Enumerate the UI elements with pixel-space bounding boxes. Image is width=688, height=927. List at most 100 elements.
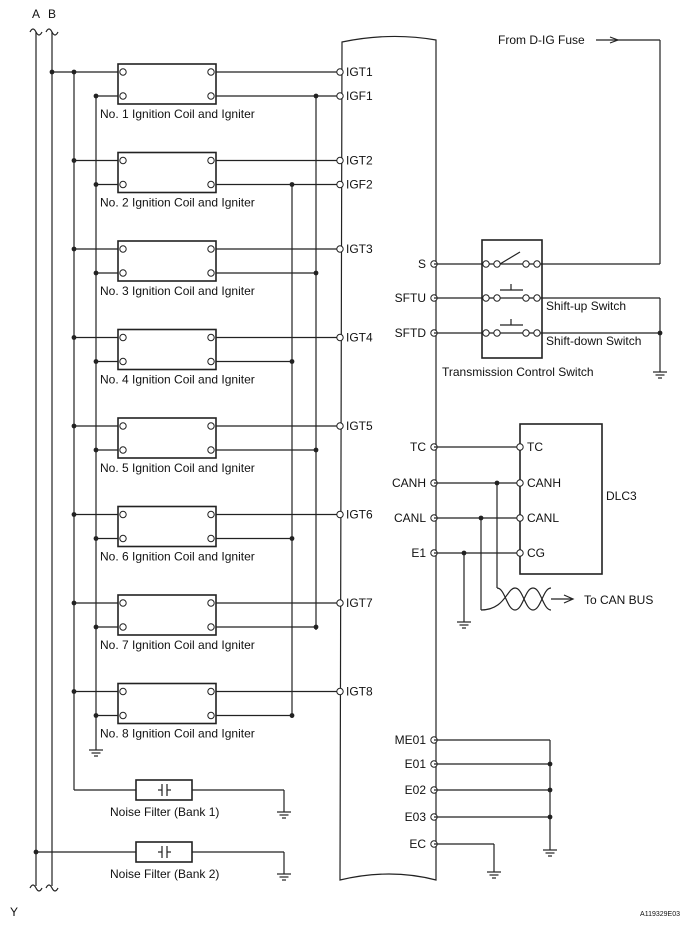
- switch-ground: [653, 371, 667, 379]
- switch-node: [533, 329, 541, 337]
- can-twist-l: [480, 587, 552, 611]
- arrow-head: [563, 594, 575, 604]
- coil-8-node: [119, 687, 127, 696]
- dlc-canl-node: [516, 514, 524, 522]
- e1-ground: [457, 621, 471, 629]
- noise-filter-1-label: Noise Filter (Bank 1): [110, 805, 219, 819]
- ignition-coil-8: [117, 682, 217, 725]
- igt1-label: IGT1: [346, 65, 373, 79]
- engine-ground: [543, 849, 557, 857]
- igt2-label: IGT2: [346, 154, 373, 168]
- coil-1-label: No. 1 Ignition Coil and Igniter: [100, 107, 255, 121]
- ignition-coil-3: [117, 240, 217, 282]
- coil-3-label: No. 3 Ignition Coil and Igniter: [100, 284, 255, 298]
- noise-filter-2-ground: [277, 873, 291, 881]
- igt4-pin: [336, 333, 344, 342]
- coil-ground-symbol: [89, 749, 103, 757]
- coil-2-node: [119, 156, 127, 165]
- coil-6-node: [119, 510, 127, 519]
- switch-node: [522, 294, 530, 302]
- dlc-pin-canh-label: CANH: [527, 476, 561, 490]
- coil-8-label: No. 8 Ignition Coil and Igniter: [100, 727, 255, 741]
- pin-s-label: S: [418, 257, 426, 271]
- igt6-pin: [336, 510, 344, 519]
- coil-7-node: [119, 599, 127, 607]
- coil-3-node: [207, 245, 215, 253]
- coil-7-node: [119, 623, 127, 631]
- igt4-label: IGT4: [346, 331, 373, 345]
- ignition-coil-5: [117, 417, 217, 459]
- dlc-cg-node: [516, 549, 524, 557]
- ignition-coil-2: [117, 151, 217, 194]
- pin-tc-label: TC: [410, 440, 426, 454]
- switch-node: [493, 294, 501, 302]
- igt8-pin: [336, 687, 344, 696]
- igf1-label: IGF1: [346, 89, 373, 103]
- pin-e02-label: E02: [405, 783, 427, 797]
- noise-filter-1-ground: [277, 811, 291, 819]
- dlc3-label: DLC3: [606, 489, 637, 503]
- switch-node: [482, 329, 490, 337]
- coil-1-node: [207, 68, 215, 76]
- coil-6-label: No. 6 Ignition Coil and Igniter: [100, 550, 255, 564]
- junction-dot: [33, 849, 39, 855]
- dlc3-box: [519, 423, 603, 575]
- ignition-coil-7: [117, 594, 217, 636]
- igt3-label: IGT3: [346, 242, 373, 256]
- coil-3-node: [207, 269, 215, 277]
- ignition-coil-4: [117, 328, 217, 371]
- dlc-pin-cg-label: CG: [527, 546, 545, 560]
- noise-filter-1: [135, 779, 193, 801]
- pin-e01-label: E01: [405, 757, 427, 771]
- switch-contact: [499, 251, 521, 265]
- igt7-label: IGT7: [346, 596, 373, 610]
- pin-sftu-label: SFTU: [395, 291, 426, 305]
- coil-2-label: No. 2 Ignition Coil and Igniter: [100, 196, 255, 210]
- coil-2-node: [119, 180, 127, 189]
- coil-7-node: [207, 599, 215, 607]
- coil-4-node: [119, 357, 127, 366]
- coil-8-node: [119, 711, 127, 720]
- footer-left-label: Y: [10, 905, 18, 919]
- noise-filter-2: [135, 841, 193, 863]
- coil-6-node: [119, 534, 127, 543]
- coil-2-node: [207, 156, 215, 165]
- dlc-pin-canl-label: CANL: [527, 511, 559, 525]
- igf2-label: IGF2: [346, 178, 373, 192]
- coil-1-node: [119, 92, 127, 100]
- coil-8-node: [207, 711, 215, 720]
- coil-4-node: [207, 357, 215, 366]
- figure-code: A119329E03: [640, 911, 680, 918]
- shift-up-switch-label: Shift-up Switch: [546, 299, 626, 313]
- switch-node: [522, 260, 530, 268]
- switch-node: [533, 260, 541, 268]
- igt7-pin: [336, 599, 344, 607]
- dlc-tc-node: [516, 443, 524, 451]
- ignition-coil-6: [117, 505, 217, 548]
- igt5-label: IGT5: [346, 419, 373, 433]
- junction-dot: [49, 69, 55, 75]
- coil-7-node: [207, 623, 215, 631]
- coil-5-node: [207, 422, 215, 430]
- coil-5-node: [207, 446, 215, 454]
- dlc-pin-tc-label: TC: [527, 440, 543, 454]
- pin-ec-label: EC: [409, 837, 426, 851]
- igt6-label: IGT6: [346, 508, 373, 522]
- ecu-outline: [339, 35, 437, 881]
- break-mark-bottom: [29, 884, 43, 892]
- pin-canl-label: CANL: [394, 511, 426, 525]
- coil-1-node: [207, 92, 215, 100]
- pin-me01-label: ME01: [395, 733, 427, 747]
- igt5-pin: [336, 422, 344, 430]
- d-ig-fuse-label: From D-IG Fuse: [498, 33, 585, 47]
- igt2-pin: [336, 156, 344, 165]
- bus-label-b: B: [48, 7, 56, 21]
- to-can-bus-label: To CAN BUS: [584, 593, 653, 607]
- dlc-canh-node: [516, 479, 524, 487]
- pin-e1-label: E1: [411, 546, 426, 560]
- switch-node: [493, 329, 501, 337]
- switch-node: [533, 294, 541, 302]
- ignition-coil-1: [117, 63, 217, 105]
